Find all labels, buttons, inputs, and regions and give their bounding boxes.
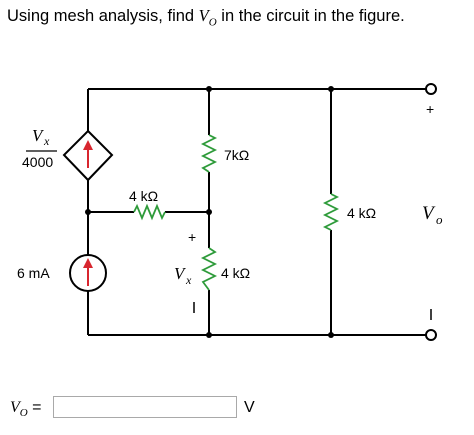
question-suffix: in the circuit in the figure. xyxy=(216,7,405,25)
output-terminal-top xyxy=(425,83,437,95)
vo-label-var: V xyxy=(422,203,436,224)
resistor-4k-right xyxy=(322,193,340,231)
output-terminal-bottom xyxy=(425,329,437,341)
junction-dots xyxy=(85,86,334,338)
vo-label-sub: o xyxy=(436,212,443,227)
resistor-4k-right-label: 4 kΩ xyxy=(347,205,376,221)
vx-plus-sign: + xyxy=(188,229,196,245)
vx-label-sub: x xyxy=(185,273,192,287)
vx-label-var: V xyxy=(174,264,187,283)
resistor-7k xyxy=(200,134,218,173)
resistor-4k-horizontal-label: 4 kΩ xyxy=(129,188,158,204)
dep-source-denominator: 4000 xyxy=(22,154,53,170)
resistor-4k-horizontal xyxy=(133,203,166,221)
answer-input[interactable] xyxy=(53,396,237,418)
question-prefix: Using mesh analysis, find xyxy=(7,7,199,25)
vo-plus-sign: + xyxy=(426,101,434,117)
dep-source-numerator-var: V xyxy=(32,126,45,145)
answer-unit: V xyxy=(244,399,255,416)
question-var: V xyxy=(198,6,209,25)
question-var-sub: O xyxy=(208,16,217,29)
current-source-label: 6 mA xyxy=(17,265,50,281)
dep-source-numerator-sub: x xyxy=(43,134,50,148)
current-source-6ma xyxy=(69,254,107,292)
answer-label-sub: O xyxy=(19,407,28,420)
answer-equals: = xyxy=(27,399,42,416)
resistor-4k-vx xyxy=(200,247,218,291)
question-text: Using mesh analysis, find VO in the circ… xyxy=(7,6,405,28)
resistor-7k-label: 7kΩ xyxy=(224,147,249,163)
answer-label: VO = xyxy=(10,399,42,419)
answer-label-var: V xyxy=(10,399,20,416)
dependent-current-source xyxy=(62,129,114,182)
resistor-4k-vx-label: 4 kΩ xyxy=(221,265,250,281)
